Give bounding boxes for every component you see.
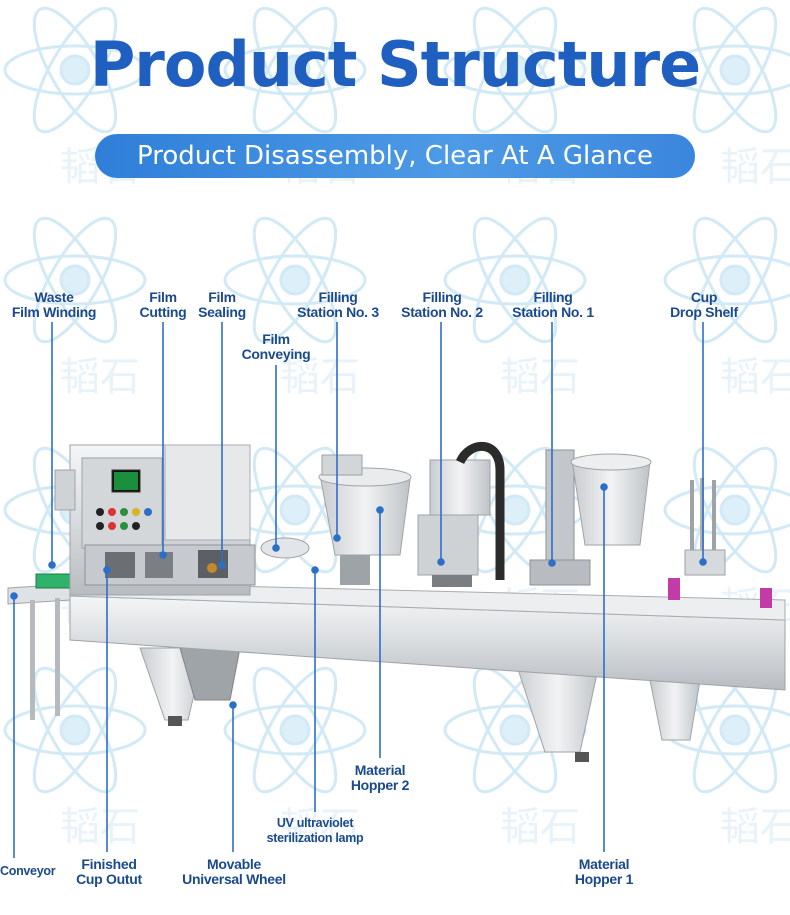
label-finished-cup-outut: Finished Cup Outut (76, 856, 142, 887)
label-filling-station-2: Filling Station No. 2 (401, 289, 483, 320)
conveyor-leg (30, 600, 35, 720)
control-buttons (96, 508, 152, 530)
leg-foot (168, 716, 182, 726)
cabinet-right-block (164, 444, 251, 541)
label-uv-lamp: UV ultraviolet sterilization lamp (266, 816, 364, 845)
filling-station-2 (429, 459, 491, 516)
conveyor-leg (55, 598, 60, 716)
subtitle-banner: Product Disassembly, Clear At A Glance (95, 134, 695, 178)
label-film-sealing: Film Sealing (198, 289, 246, 320)
leg-foot (575, 752, 589, 762)
label-waste-film-winding: Waste Film Winding (11, 289, 97, 320)
label-filling-station-3: Filling Station No. 3 (297, 289, 379, 320)
label-film-cutting: Film Cutting (139, 289, 187, 320)
label-film-conveying: Film Conveying (241, 331, 311, 362)
film-roll (54, 469, 76, 511)
drag-chain (455, 442, 505, 580)
label-movable-universal-wheel: Movable Universal Wheel (182, 856, 286, 887)
filling-station-3 (321, 454, 363, 476)
label-conveyor: Conveyor (0, 864, 56, 878)
label-filling-station-1: Filling Station No. 1 (512, 289, 594, 320)
label-material-hopper-2: Material Hopper 2 (350, 762, 410, 793)
subtitle-text: Product Disassembly, Clear At A Glance (137, 141, 653, 171)
label-cup-drop-shelf: Cup Drop Shelf (670, 289, 738, 320)
label-material-hopper-1: Material Hopper 1 (574, 856, 634, 887)
film-conveying-roller (260, 537, 310, 559)
page-title: Product Structure (89, 28, 701, 101)
